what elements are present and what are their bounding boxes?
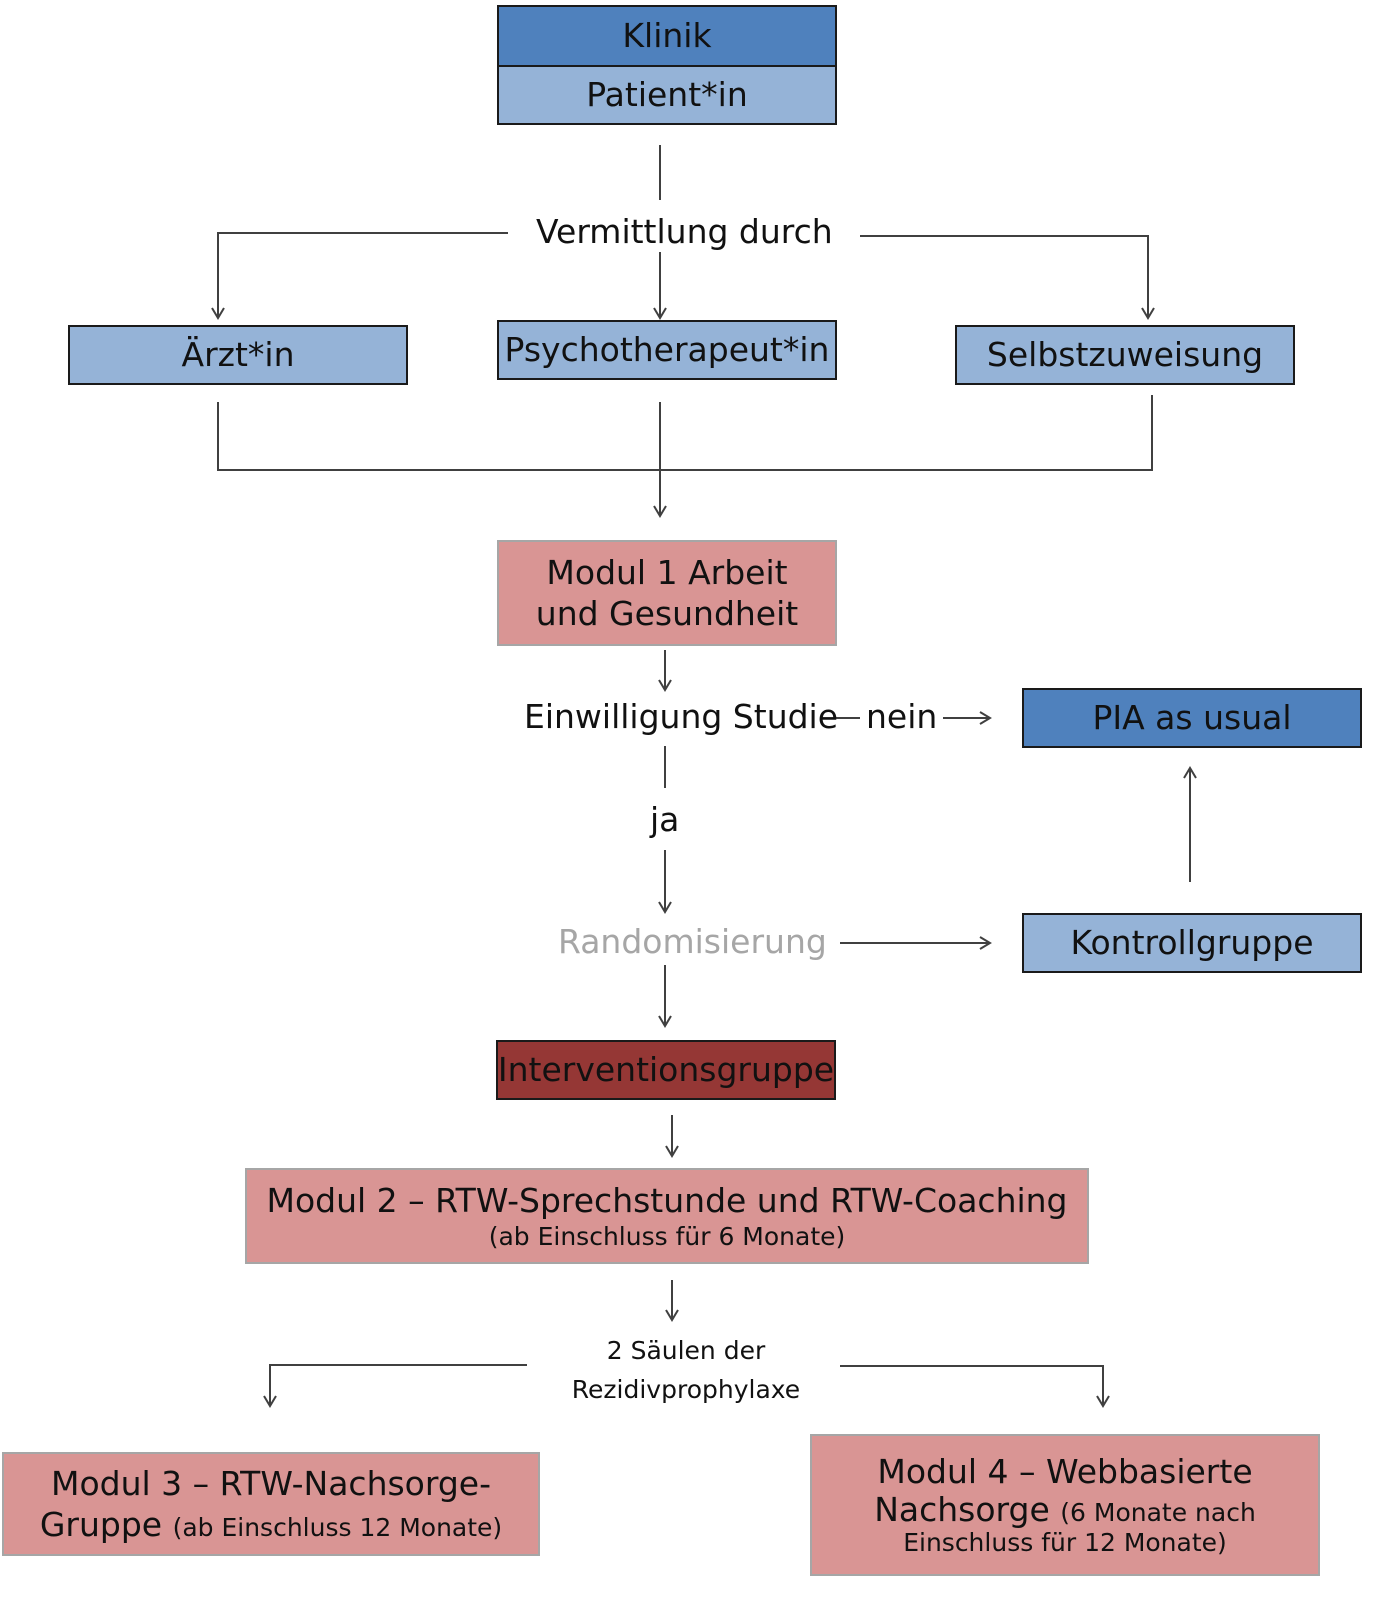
modul3-box: Modul 3 – RTW-Nachsorge- Gruppe (ab Eins… [2, 1452, 540, 1556]
selbstzuweisung-label: Selbstzuweisung [986, 335, 1264, 375]
arrow-to-selbstzuweisung [860, 235, 1155, 320]
modul4-title-line-1: Modul 4 – Webbasierte [877, 1451, 1253, 1491]
modul3-title-line-1: Modul 3 – RTW-Nachsorge- [50, 1463, 492, 1503]
modul4-note-line-1: (6 Monate nach [1060, 1497, 1256, 1527]
psychotherapeut-box: Psychotherapeut*in [497, 320, 837, 380]
patient-label: Patient*in [586, 75, 748, 115]
modul2-note: (ab Einschluss für 6 Monate) [488, 1222, 846, 1251]
kontrollgruppe-box: Kontrollgruppe [1022, 913, 1362, 973]
modul1-box: Modul 1 Arbeit und Gesundheit [497, 540, 837, 646]
arrow-to-modul3 [263, 1364, 527, 1408]
arzt-box: Ärzt*in [68, 325, 408, 385]
modul4-line-2: Nachsorge (6 Monate nach [874, 1489, 1256, 1529]
saeulen-line-2: Rezidivprophylaxe [571, 1374, 801, 1404]
einwilligung-label: Einwilligung Studie [524, 697, 839, 736]
modul3-title-line-2: Gruppe [39, 1505, 163, 1544]
arzt-label: Ärzt*in [181, 335, 295, 375]
psychotherapeut-label: Psychotherapeut*in [504, 330, 830, 370]
kontrollgruppe-label: Kontrollgruppe [1070, 923, 1314, 963]
modul3-note: (ab Einschluss 12 Monate) [172, 1513, 503, 1542]
interventionsgruppe-box: Interventionsgruppe [496, 1040, 836, 1100]
saeulen-label: 2 Säulen der Rezidivprophylaxe [546, 1332, 826, 1410]
modul1-label: Modul 1 Arbeit und Gesundheit [535, 552, 799, 633]
modul2-box: Modul 2 – RTW-Sprechstunde und RTW-Coach… [245, 1168, 1089, 1264]
ja-label: ja [650, 800, 680, 839]
interventionsgruppe-label: Interventionsgruppe [497, 1050, 835, 1090]
nein-label: nein [866, 697, 938, 736]
arrow-to-modul4 [840, 1365, 1110, 1408]
klinik-label: Klinik [622, 16, 712, 56]
modul4-box: Modul 4 – Webbasierte Nachsorge (6 Monat… [810, 1434, 1320, 1576]
selbstzuweisung-box: Selbstzuweisung [955, 325, 1295, 385]
klinik-box: Klinik [497, 5, 837, 67]
randomisierung-label: Randomisierung [558, 922, 827, 961]
arrow-to-arzt [211, 232, 508, 320]
patient-box: Patient*in [497, 65, 837, 125]
saeulen-line-1: 2 Säulen der [606, 1336, 766, 1365]
modul4-note-line-2: Einschluss für 12 Monate) [903, 1527, 1227, 1557]
modul3-line-2: Gruppe (ab Einschluss 12 Monate) [40, 1504, 502, 1545]
pia-box: PIA as usual [1022, 688, 1362, 748]
modul4-title-line-2: Nachsorge [874, 1489, 1050, 1529]
vermittlung-label: Vermittlung durch [536, 212, 833, 251]
pia-label: PIA as usual [1092, 698, 1292, 738]
merge-line [217, 395, 1153, 471]
modul2-title: Modul 2 – RTW-Sprechstunde und RTW-Coach… [266, 1180, 1068, 1220]
